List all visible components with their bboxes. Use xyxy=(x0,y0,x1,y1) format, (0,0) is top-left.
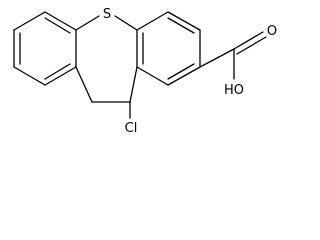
bond-c-s xyxy=(75,15,100,31)
bond-ring-carboxyl xyxy=(199,48,235,68)
carbonyl-oxygen-label: O xyxy=(267,24,277,39)
bond-s-c xyxy=(114,15,138,31)
bond-ch2 xyxy=(75,66,93,103)
double-bond-inner xyxy=(44,63,71,80)
left-benzene-ring xyxy=(13,11,77,86)
right-benzene-ring xyxy=(136,11,201,86)
hydroxyl-label: HO xyxy=(224,83,244,98)
bond xyxy=(44,66,77,86)
bond xyxy=(167,66,201,86)
central-ring xyxy=(75,15,138,119)
bond-c-o-double xyxy=(236,36,267,55)
chemical-structure-diagram: S Cl O HO xyxy=(13,7,277,136)
carboxylic-acid-group xyxy=(199,31,267,80)
bond xyxy=(136,66,169,86)
double-bond-inner xyxy=(167,63,195,80)
double-bond-inner xyxy=(44,17,71,34)
bond-c-o xyxy=(233,31,264,50)
bond xyxy=(136,11,169,31)
bond-chcl-ring xyxy=(129,66,138,103)
sulfur-label: S xyxy=(103,7,111,22)
bond xyxy=(13,11,46,31)
bond xyxy=(44,11,77,31)
chlorine-label: Cl xyxy=(125,121,138,136)
bond xyxy=(167,11,201,31)
double-bond-inner xyxy=(167,17,195,34)
bond xyxy=(13,66,46,86)
